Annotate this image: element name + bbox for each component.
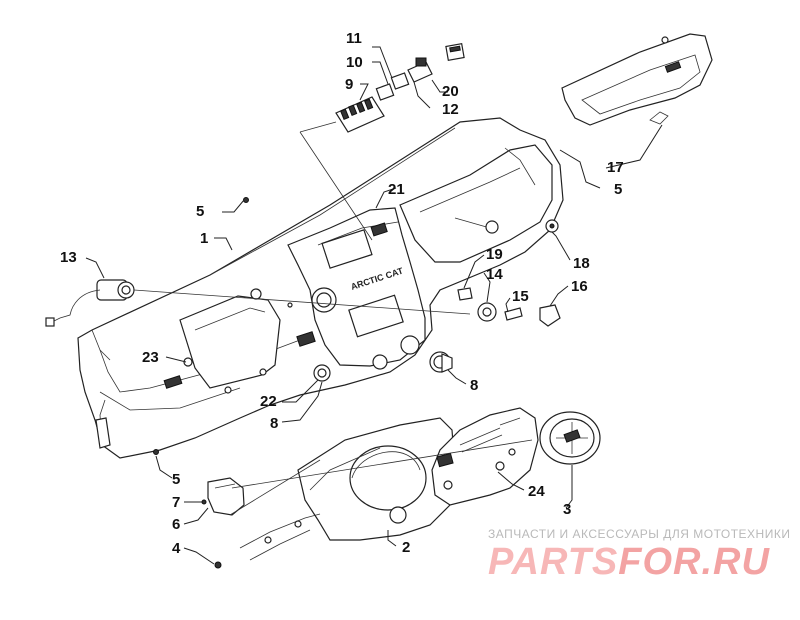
- callout-5-top: 5: [196, 203, 204, 220]
- callout-20: 20: [442, 83, 459, 100]
- knob-cap: [539, 304, 561, 327]
- mounting-strip: [239, 513, 321, 561]
- clip-7: [201, 499, 207, 505]
- connector-plug: [407, 57, 433, 83]
- bulb: [504, 307, 523, 321]
- ignition-switch: [45, 279, 135, 327]
- glovebox-door: [561, 33, 713, 126]
- callout-4: 4: [172, 540, 181, 557]
- dash-panel: [77, 117, 564, 459]
- callout-23: 23: [142, 349, 159, 366]
- callout-6: 6: [172, 516, 180, 533]
- leader-lines: [85, 46, 663, 565]
- callout-7: 7: [172, 494, 180, 511]
- callout-5-bottom: 5: [172, 471, 180, 488]
- callout-2: 2: [402, 539, 410, 556]
- screw-5-bottom: [153, 449, 159, 455]
- power-outlet: [429, 351, 453, 373]
- callout-17: 17: [607, 159, 624, 176]
- callout-8-left: 8: [270, 415, 278, 432]
- callout-12: 12: [442, 101, 459, 118]
- switch-rocker: [375, 72, 410, 101]
- watermark-logo-part2: FOR.RU: [618, 541, 770, 583]
- callout-9: 9: [345, 76, 353, 93]
- bulb-socket: [457, 287, 473, 301]
- callout-3: 3: [563, 501, 571, 518]
- cluster-bezel: [297, 417, 456, 541]
- screw-4: [214, 561, 222, 569]
- switch-panel: [335, 96, 385, 133]
- callout-18: 18: [573, 255, 590, 272]
- callout-15: 15: [512, 288, 529, 305]
- callout-11: 11: [346, 30, 362, 47]
- callout-5-right: 5: [614, 181, 622, 198]
- watermark-logo-part1: PARTS: [488, 541, 619, 583]
- watermark-subtitle: ЗАПЧАСТИ И АКСЕССУАРЫ ДЛЯ МОТОТЕХНИКИ: [488, 527, 791, 541]
- callout-24: 24: [528, 483, 545, 500]
- plug-cap: [545, 219, 559, 233]
- callout-8-right: 8: [470, 377, 478, 394]
- speedometer-gauge: [539, 411, 601, 465]
- screw-5-top: [243, 197, 249, 203]
- callout-1: 1: [200, 230, 208, 247]
- callout-19: 19: [486, 246, 503, 263]
- callout-22: 22: [260, 393, 277, 410]
- switch-cap: [445, 43, 465, 61]
- callout-10: 10: [346, 54, 363, 71]
- callout-16: 16: [571, 278, 588, 295]
- instrument-display: [431, 407, 539, 506]
- grommet-ring: [477, 302, 497, 322]
- callout-13: 13: [60, 249, 77, 266]
- watermark-logo: PARTSFOR.RU: [488, 543, 770, 581]
- callout-21: 21: [388, 181, 405, 198]
- callout-14: 14: [486, 266, 503, 283]
